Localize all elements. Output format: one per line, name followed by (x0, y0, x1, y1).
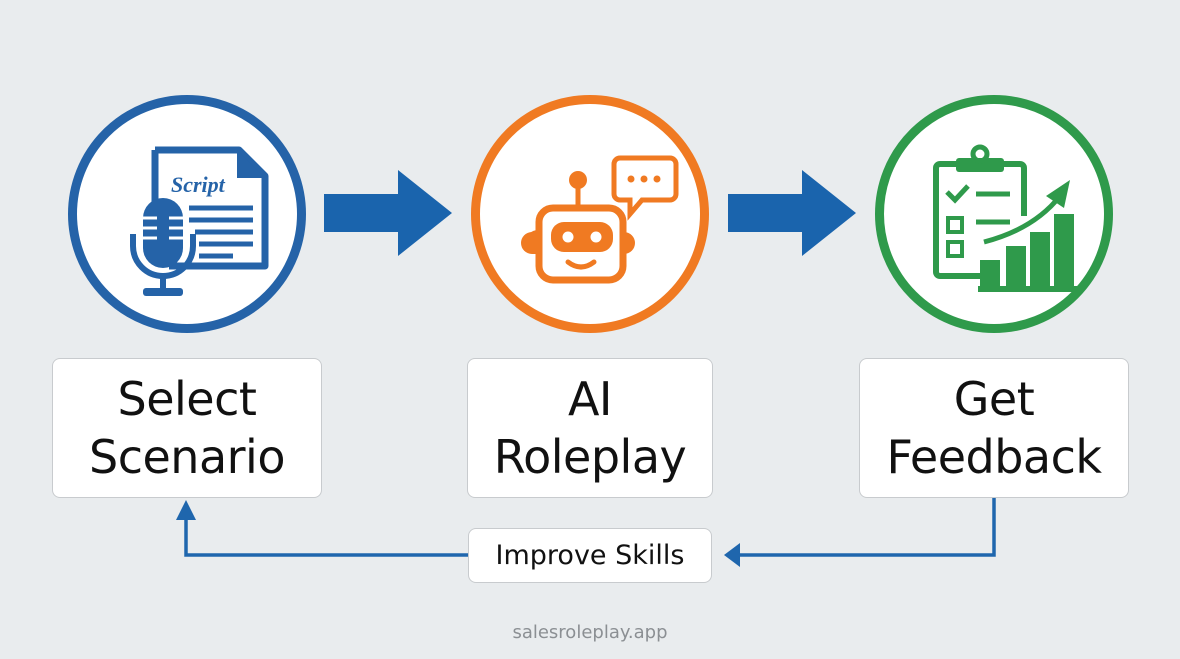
step-get-feedback-circle (875, 95, 1113, 333)
script-microphone-icon: Script (130, 146, 269, 296)
footer-url: salesroleplay.app (512, 622, 668, 643)
label-line: Get (953, 372, 1035, 426)
robot-chat-icon (521, 155, 679, 284)
step-get-feedback-label: Get Feedback (859, 358, 1129, 498)
improve-skills-label: Improve Skills (468, 528, 712, 583)
label-line: Scenario (89, 430, 285, 484)
flow-arrow-2 (728, 170, 856, 256)
svg-text:Script: Script (171, 172, 226, 197)
step-select-scenario-label: Select Scenario (52, 358, 322, 498)
step-ai-roleplay-circle (471, 95, 709, 333)
step-select-scenario-circle: Script (68, 95, 306, 333)
label-line: Roleplay (493, 430, 687, 484)
label-line: Feedback (886, 430, 1102, 484)
flow-arrow-1 (324, 170, 452, 256)
clipboard-chart-icon (933, 144, 1080, 292)
label-line: AI (567, 372, 613, 426)
label-line: Select (117, 372, 257, 426)
step-ai-roleplay-label: AI Roleplay (467, 358, 713, 498)
